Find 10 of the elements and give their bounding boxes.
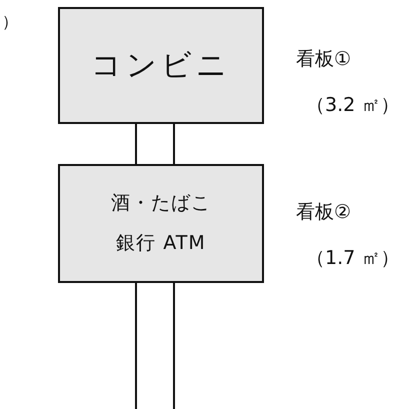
sign-text: コンビニ xyxy=(90,47,232,85)
sign-label: 看板② xyxy=(296,200,352,225)
signboard xyxy=(58,7,264,124)
area-label: （3.2 ㎡） xyxy=(306,93,400,118)
sign-label: 看板① xyxy=(296,47,352,72)
area-label: （1.7 ㎡） xyxy=(306,246,400,271)
sign-text: 銀行 ATM xyxy=(115,230,207,256)
signboard xyxy=(58,164,264,283)
sign-text: 酒・たばこ xyxy=(110,190,212,216)
stray-text: ） xyxy=(2,12,18,33)
